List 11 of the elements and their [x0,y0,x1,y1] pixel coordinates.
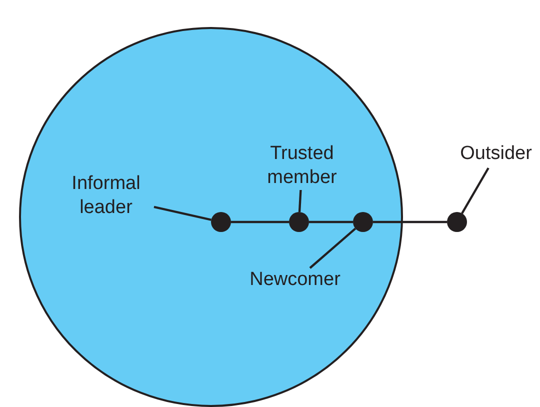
leader-line [154,206,212,221]
leader-line [461,167,490,214]
role-label: Informal leader [58,172,154,220]
role-label: Outsider [450,142,540,168]
connecting-line [373,220,447,224]
leader-line [298,190,302,212]
role-label: Newcomer [238,268,352,294]
leader-line [309,228,356,269]
connecting-line [309,220,353,224]
role-label: Trusted member [256,142,348,190]
connecting-line [231,220,289,224]
